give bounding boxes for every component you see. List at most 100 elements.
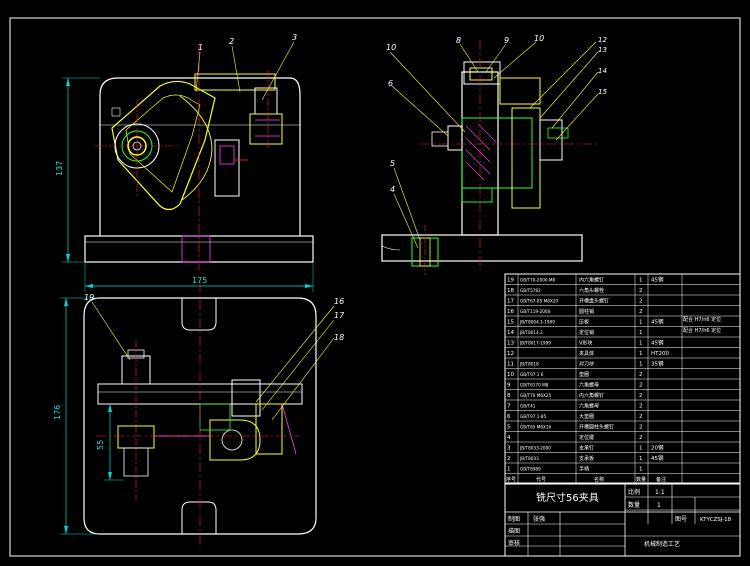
- drawing-no-label: 图号: [675, 516, 687, 523]
- callout-5: 5: [390, 159, 395, 168]
- table-cell-qty: 1: [639, 362, 643, 368]
- table-cell-code: GB/T97.1 6: [520, 372, 544, 377]
- drawing-no: KTYCZSJ-18: [700, 517, 732, 523]
- scale-label: 比例: [628, 488, 640, 496]
- table-cell-name: 垫圈: [579, 371, 589, 378]
- table-cell-no: 14: [507, 330, 514, 336]
- table-cell-code: JB/T8004.1-1999: [519, 320, 555, 325]
- callout-4: 4: [390, 185, 395, 194]
- dim-width-front: 175: [192, 276, 207, 285]
- table-cell-no: 18: [507, 288, 514, 294]
- table-cell-no: 2: [507, 456, 511, 462]
- table-cell-no: 16: [507, 309, 514, 315]
- top-view: [60, 282, 335, 548]
- table-cell-no: 6: [507, 414, 511, 420]
- side-note-2: 配合 H7/h6 定位: [683, 327, 721, 334]
- table-cell-name: 支承钉: [579, 445, 594, 452]
- table-cell-code: GB/T5782: [520, 288, 541, 293]
- table-cell-note: 45钢: [651, 339, 664, 347]
- table-cell-qty: 2: [639, 393, 643, 399]
- table-cell-name: 六角螺母: [579, 403, 599, 410]
- table-cell-note: HT200: [651, 351, 669, 357]
- table-cell-qty: 1: [639, 446, 643, 452]
- callout-7: 10: [386, 43, 396, 52]
- table-cell-name: 六角头螺栓: [579, 287, 604, 294]
- table-cell-no: 4: [507, 435, 511, 441]
- dim-center-offset: 55: [96, 440, 105, 450]
- callout-10: 10: [534, 34, 544, 43]
- callout-9: 9: [504, 36, 509, 45]
- dim-height-top: 176: [53, 405, 62, 420]
- table-cell-code: JB/T8017-1999: [519, 341, 551, 346]
- table-header-note: 备注: [656, 476, 666, 483]
- table-header-no: 序号: [506, 476, 516, 483]
- table-cell-name: 圆柱销: [579, 308, 594, 315]
- table-cell-qty: 2: [639, 383, 643, 389]
- callout-6: 6: [388, 79, 393, 88]
- table-cell-no: 8: [507, 393, 511, 399]
- table-cell-qty: 2: [639, 372, 643, 378]
- table-cell-qty: 1: [639, 278, 643, 284]
- callout-19: 19: [84, 293, 94, 302]
- table-cell-qty: 2: [639, 404, 643, 410]
- table-cell-note: 20钢: [651, 444, 664, 452]
- table-cell-name: 内六角螺钉: [579, 392, 604, 399]
- callout-14: 14: [598, 67, 607, 75]
- table-cell-note: 35钢: [651, 360, 664, 368]
- table-cell-name: 内六角螺钉: [579, 277, 604, 284]
- callout-16: 16: [334, 297, 344, 306]
- table-cell-qty: 1: [639, 351, 643, 357]
- table-cell-note: 45钢: [651, 318, 664, 326]
- dim-height-front: 137: [55, 161, 64, 176]
- check-label: 审核: [508, 539, 520, 547]
- side-note-1: 配合 H7/n6 定位: [683, 316, 721, 323]
- scale-value: 1:1: [655, 489, 665, 496]
- table-cell-code: JB/T8014.2: [519, 330, 543, 335]
- table-cell-no: 7: [507, 404, 511, 410]
- table-cell-name: 手柄: [579, 466, 589, 473]
- table-cell-no: 12: [507, 351, 514, 357]
- table-cell-no: 5: [507, 425, 511, 431]
- table-cell-qty: 2: [639, 288, 643, 294]
- table-header-name: 名称: [594, 476, 604, 483]
- table-cell-name: 定位销: [579, 329, 594, 336]
- table-header-code: 代号: [536, 476, 546, 483]
- table-cell-qty: 2: [639, 425, 643, 431]
- table-cell-qty: 1: [639, 456, 643, 462]
- table-cell-note: 45钢: [651, 276, 664, 284]
- table-cell-code: GB/T97.1-85: [520, 414, 547, 419]
- table-cell-code: JB/T8033: [519, 456, 539, 461]
- table-cell-name: 开槽圆柱头螺钉: [579, 424, 614, 431]
- table-cell-code: GB/T65 M6X16: [520, 425, 552, 430]
- callout-15: 15: [598, 88, 607, 96]
- table-cell-code: JB/T8018: [519, 362, 539, 367]
- table-cell-name: 大垫圈: [579, 413, 594, 420]
- table-cell-qty: 1: [639, 341, 643, 347]
- table-cell-name: V形块: [579, 340, 592, 347]
- draft-label: 描图: [508, 527, 520, 535]
- table-cell-name: 夹具体: [579, 350, 594, 357]
- design-label: 制图: [508, 515, 520, 523]
- table-cell-no: 9: [507, 383, 511, 389]
- qty-label: 数量: [628, 501, 640, 509]
- table-cell-no: 3: [507, 446, 511, 452]
- table-cell-qty: 2: [639, 309, 643, 315]
- table-cell-code: GB/T41: [520, 404, 536, 409]
- table-cell-note: 45钢: [651, 454, 664, 462]
- table-cell-qty: 1: [639, 467, 643, 473]
- table-cell-qty: 1: [639, 330, 643, 336]
- table-cell-no: 17: [507, 299, 514, 305]
- table-cell-name: 六角螺母: [579, 382, 599, 389]
- table-cell-no: 19: [507, 278, 514, 284]
- title-block: [504, 482, 741, 557]
- qty-value: 1: [657, 502, 661, 509]
- side-view: [381, 40, 600, 275]
- table-cell-qty: 2: [639, 414, 643, 420]
- callout-2: 2: [229, 37, 234, 46]
- drawing-title: 铣尺寸56夹具: [536, 491, 599, 504]
- callout-13: 13: [598, 46, 607, 54]
- table-cell-name: 压板: [579, 319, 589, 326]
- table-cell-no: 1: [507, 467, 511, 473]
